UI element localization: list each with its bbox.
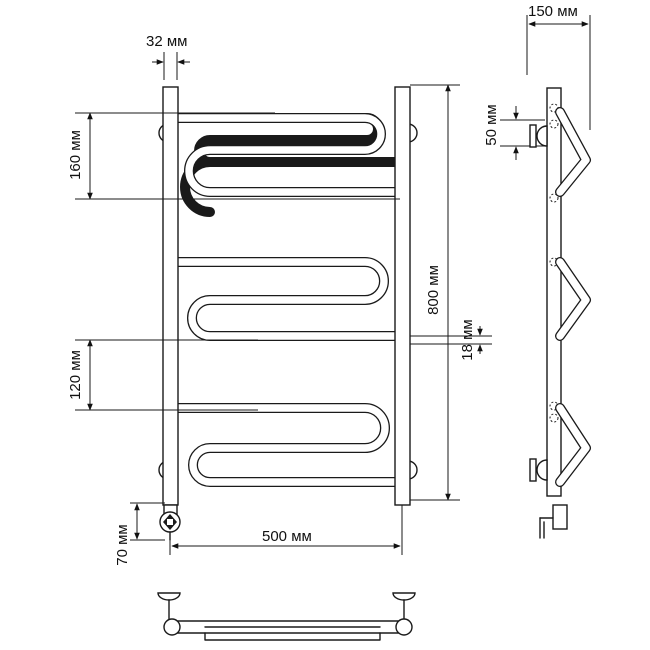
dimension-labels: 32 мм 160 мм 120 мм 800 мм 18 мм 500 мм …	[67, 3, 578, 566]
front-view	[158, 86, 418, 541]
serpentine-tubes	[165, 113, 407, 487]
side-tube-profile	[555, 107, 591, 487]
dim-width: 500 мм	[262, 528, 312, 545]
dim-depth: 150 мм	[528, 3, 578, 20]
side-wall-mounts	[529, 124, 548, 482]
dim-wall-offset: 50 мм	[483, 104, 500, 145]
left-post	[162, 86, 179, 506]
dim-heater-offset: 70 мм	[114, 524, 131, 565]
dim-mid-spacing: 120 мм	[67, 350, 84, 400]
dim-total-height: 800 мм	[425, 265, 442, 315]
top-view	[157, 592, 416, 641]
right-post	[394, 86, 411, 506]
side-view	[529, 87, 591, 539]
side-heater	[539, 504, 568, 539]
dim-tube-diameter: 32 мм	[146, 33, 187, 50]
heater-element	[159, 504, 181, 541]
dim-rail-gap: 18 мм	[459, 319, 476, 360]
dim-top-spacing: 160 мм	[67, 130, 84, 180]
dimension-lines	[75, 15, 591, 555]
